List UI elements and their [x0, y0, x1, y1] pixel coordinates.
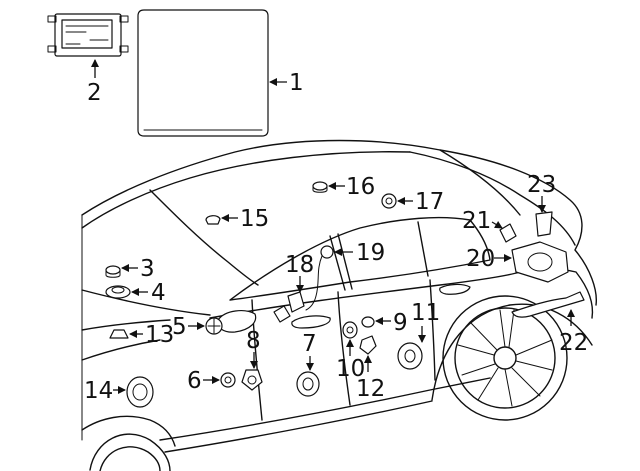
part-17-speaker [381, 193, 397, 209]
part-20-subwoofer [511, 241, 569, 283]
callout-22: 22 [559, 330, 588, 356]
part-23-module [535, 211, 553, 237]
callout-17: 17 [415, 189, 444, 215]
callout-13: 13 [145, 322, 174, 348]
part-1-panel [137, 9, 269, 137]
callout-14: 14 [84, 378, 113, 404]
part-9-cap [361, 316, 375, 328]
callout-21: 21 [462, 208, 491, 234]
part-12-bracket [359, 335, 377, 355]
part-6-tweeter [220, 372, 236, 388]
callout-6: 6 [187, 368, 202, 394]
part-2-module [47, 13, 129, 57]
part-13-sensor [109, 329, 129, 339]
part-19-antenna [305, 245, 334, 311]
leader-arrows [91, 59, 575, 394]
part-10-speaker [342, 321, 358, 339]
callout-4: 4 [151, 280, 166, 306]
part-16-cap [312, 181, 328, 193]
part-15-sensor [205, 215, 221, 225]
callout-23: 23 [527, 172, 556, 198]
callout-11: 11 [411, 300, 440, 326]
callout-16: 16 [346, 174, 375, 200]
callout-15: 15 [240, 206, 269, 232]
callout-1: 1 [289, 70, 304, 96]
part-7-speaker [296, 371, 320, 397]
part-3-tweeter-cap [105, 265, 121, 278]
callout-2: 2 [87, 80, 102, 106]
callout-5: 5 [172, 314, 187, 340]
front-wheel [89, 433, 171, 471]
callout-19: 19 [356, 240, 385, 266]
part-5-tweeter [205, 317, 223, 335]
callout-7: 7 [302, 331, 317, 357]
car-body-outline [81, 139, 597, 453]
callout-9: 9 [393, 310, 408, 336]
callout-8: 8 [246, 328, 261, 354]
part-14-woofer [126, 376, 154, 408]
door-handles [291, 283, 471, 329]
rear-wheel [442, 295, 568, 421]
part-4-speaker-base [105, 285, 131, 299]
callout-18: 18 [285, 252, 314, 278]
part-22-bracket [511, 291, 585, 318]
part-11-speaker [397, 342, 423, 370]
part-18-sensor [273, 291, 305, 323]
callout-labels: 1 2 3 4 5 6 7 8 9 10 11 12 13 14 15 16 1… [84, 70, 588, 404]
callout-3: 3 [140, 256, 155, 282]
callout-20: 20 [466, 246, 495, 272]
part-21-bracket [499, 223, 517, 243]
callout-10: 10 [336, 356, 365, 382]
part-8-speaker [241, 369, 263, 391]
callout-12: 12 [356, 376, 385, 402]
